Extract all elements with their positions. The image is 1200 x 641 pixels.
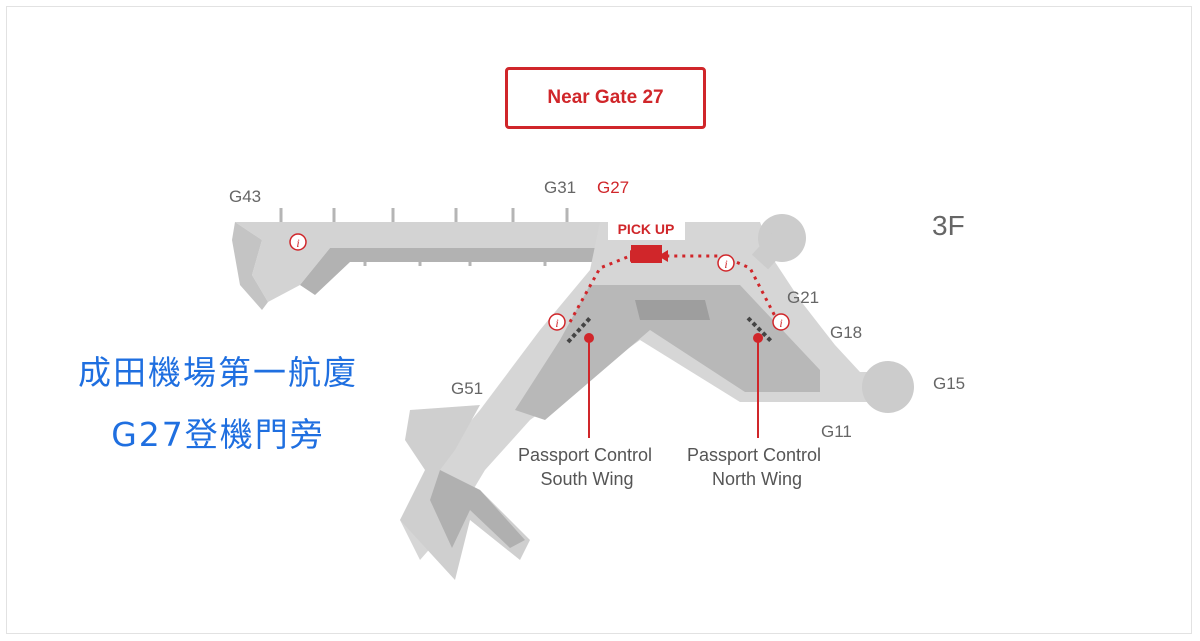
gate-label-g15: G15: [933, 374, 965, 393]
passport-south-line1: Passport Control: [518, 445, 652, 465]
east-satellite: [862, 361, 914, 413]
gate-label-g31: G31: [544, 178, 576, 197]
gate-label-g11: G11: [821, 422, 852, 441]
south-pier-shadow: [430, 470, 525, 548]
info-icon-east: i: [772, 313, 790, 331]
inner-hall: [515, 285, 820, 420]
central-hall: [400, 222, 905, 560]
passport-north-line1: Passport Control: [687, 445, 821, 465]
info-icon-north: i: [717, 254, 735, 272]
north-pier-end: [232, 222, 268, 310]
near-gate-badge: Near Gate 27: [505, 67, 706, 129]
passport-north-dot: [753, 333, 763, 343]
info-icon-south: i: [548, 313, 566, 331]
pickup-marker: [631, 245, 662, 263]
route-arrow-right: [658, 250, 668, 262]
caption-line-2: G27登機門旁: [111, 415, 325, 454]
gate-label-g18: G18: [830, 323, 862, 342]
gate-stubs: [279, 208, 569, 266]
inner-core: [635, 300, 710, 320]
gate-label-g27: G27: [597, 178, 629, 197]
svg-text:i: i: [555, 316, 558, 330]
gate-label-g43: G43: [229, 187, 261, 206]
svg-text:i: i: [724, 257, 727, 271]
svg-text:i: i: [779, 316, 782, 330]
passport-south-dot: [584, 333, 594, 343]
pickup-label: PICK UP: [618, 221, 675, 237]
info-icon-north-pier: i: [289, 233, 307, 251]
passport-north-line2: North Wing: [712, 469, 802, 489]
floor-label: 3F: [932, 210, 965, 241]
north-pier: [235, 222, 615, 302]
north-pier-shadow: [300, 248, 615, 295]
pickup-label-bg: [608, 218, 685, 240]
gate-label-g21: G21: [787, 288, 819, 307]
gate-label-g51: G51: [451, 379, 483, 398]
caption-line-1: 成田機場第一航廈: [78, 353, 358, 392]
passport-south-line2: South Wing: [540, 469, 633, 489]
svg-text:i: i: [296, 236, 299, 250]
